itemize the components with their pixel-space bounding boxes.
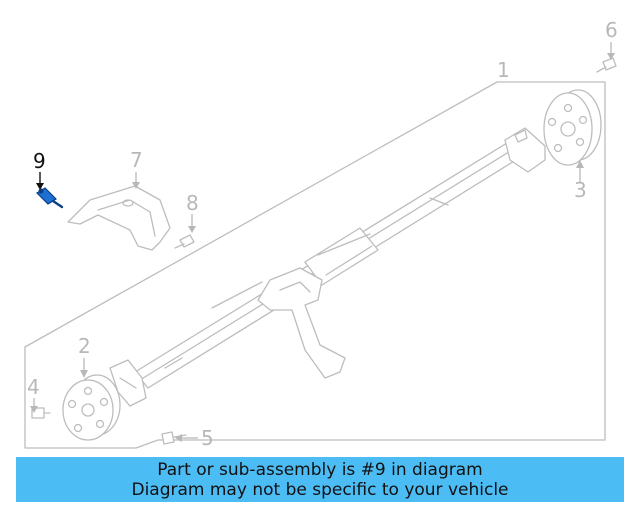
callout-4: 4 bbox=[27, 375, 40, 399]
callout-9: 9 bbox=[33, 149, 46, 173]
callout-1: 1 bbox=[497, 58, 510, 82]
bolt-6 bbox=[596, 57, 617, 73]
flex-disc-front bbox=[543, 89, 602, 166]
callout-2: 2 bbox=[78, 334, 91, 358]
screw-9-highlighted bbox=[36, 187, 64, 209]
callout-6: 6 bbox=[605, 18, 618, 42]
bolt-5 bbox=[161, 431, 187, 445]
callout-5: 5 bbox=[201, 426, 214, 450]
banner-line-1: Part or sub-assembly is #9 in diagram bbox=[157, 459, 483, 480]
assembly-outline bbox=[24, 81, 606, 449]
driveshaft-assembly bbox=[109, 127, 546, 407]
bolt-8 bbox=[174, 234, 195, 249]
flex-disc-rear bbox=[62, 374, 121, 441]
banner-line-2: Diagram may not be specific to your vehi… bbox=[131, 479, 509, 500]
callout-8: 8 bbox=[186, 191, 199, 215]
callout-3: 3 bbox=[574, 178, 587, 202]
heat-shield-bracket bbox=[67, 185, 171, 251]
info-banner: Part or sub-assembly is #9 in diagram Di… bbox=[16, 457, 624, 502]
leader-arrows bbox=[30, 42, 615, 442]
callout-7: 7 bbox=[130, 148, 143, 172]
